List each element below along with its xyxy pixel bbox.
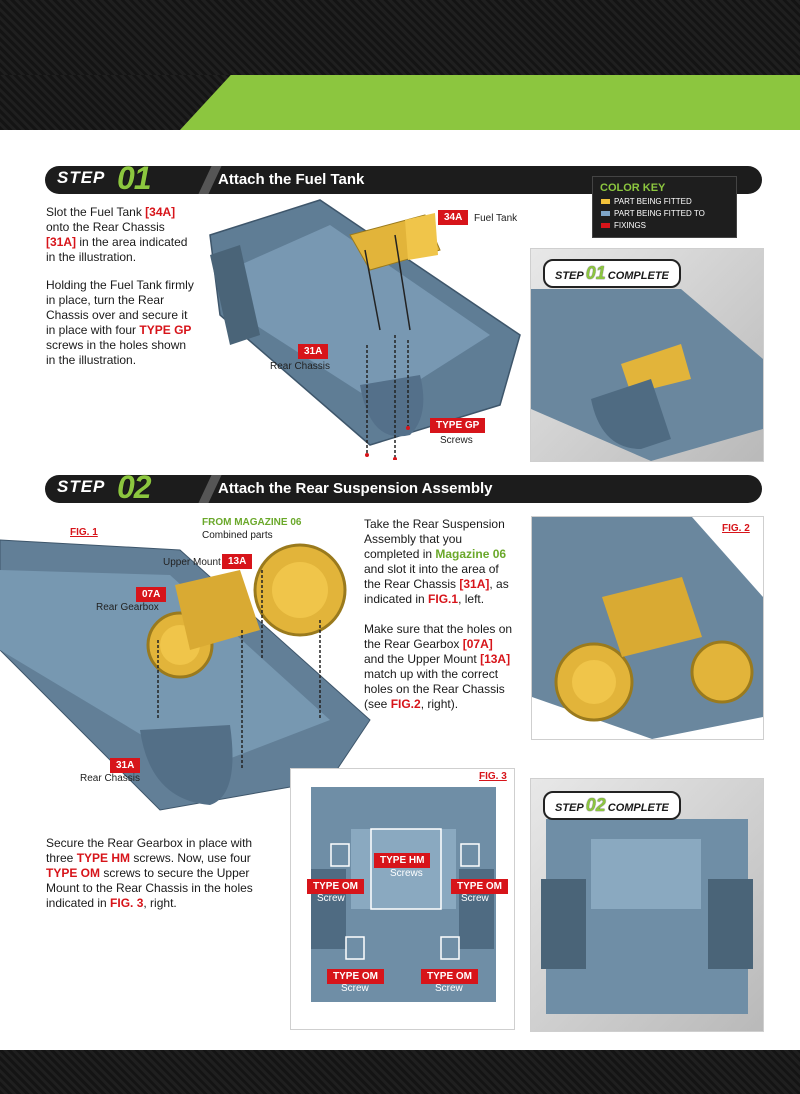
step1-paragraph-2: Holding the Fuel Tank firmly in place, t… <box>46 278 194 367</box>
label-34a: 34A <box>438 210 469 225</box>
fig-2-label: FIG. 2 <box>722 523 750 534</box>
step2-paragraph-1: Take the Rear Suspension Assembly that y… <box>364 517 509 606</box>
rear-suspension-illustration <box>0 539 371 811</box>
label-31a: 31A <box>298 344 329 359</box>
label-type-om-bottom-right: TYPE OM <box>421 969 479 984</box>
label-om-screw-left: Screw <box>317 893 345 904</box>
label-om-screw-bottom-left: Screw <box>341 983 369 994</box>
label-type-om-right: TYPE OM <box>451 879 509 894</box>
color-key-item: FIXINGS <box>601 221 646 230</box>
label-upper-mount: Upper Mount <box>163 557 221 568</box>
color-key-item: PART BEING FITTED TO <box>601 209 705 218</box>
swatch-blue-icon <box>601 211 610 217</box>
step-number: 02 <box>117 469 152 505</box>
color-key-item: PART BEING FITTED <box>601 197 692 206</box>
step-title: Attach the Fuel Tank <box>218 171 365 188</box>
footer-band <box>0 1050 800 1094</box>
header-band <box>0 0 800 75</box>
label-om-screw-bottom-right: Screw <box>435 983 463 994</box>
from-magazine-label: FROM MAGAZINE 06 <box>202 517 302 528</box>
step-02-bar: STEP 02 Attach the Rear Suspension Assem… <box>45 469 762 505</box>
step-label: STEP <box>57 168 106 187</box>
color-key: COLOR KEY PART BEING FITTED PART BEING F… <box>592 176 737 238</box>
fig-1-label: FIG. 1 <box>70 527 98 538</box>
label-rear-chassis-step2: Rear Chassis <box>80 773 141 784</box>
label-om-screw-right: Screw <box>461 893 489 904</box>
label-rear-chassis: Rear Chassis <box>270 361 331 372</box>
label-07a: 07A <box>136 587 167 602</box>
swatch-red-icon <box>601 223 610 229</box>
label-hm-screws: Screws <box>390 868 423 879</box>
fig-2-photo: FIG. 2 <box>531 516 764 740</box>
label-type-hm: TYPE HM <box>374 853 431 868</box>
label-13a: 13A <box>222 554 253 569</box>
label-type-om-left: TYPE OM <box>307 879 365 894</box>
fig-3-label: FIG. 3 <box>479 771 507 782</box>
label-fuel-tank: Fuel Tank <box>474 213 518 224</box>
combined-parts-label: Combined parts <box>202 530 273 541</box>
header-accent-band <box>0 75 800 130</box>
label-type-om-bottom-left: TYPE OM <box>327 969 385 984</box>
label-screws: Screws <box>440 435 473 446</box>
color-key-title: COLOR KEY <box>600 182 666 194</box>
step2-paragraph-2: Make sure that the holes on the Rear Gea… <box>364 622 513 711</box>
label-31a-step2: 31A <box>110 758 141 773</box>
swatch-yellow-icon <box>601 199 610 205</box>
step2-paragraph-3: Secure the Rear Gearbox in place with th… <box>46 836 253 910</box>
label-type-gp: TYPE GP <box>430 418 486 433</box>
step-number: 01 <box>117 160 152 196</box>
step-title: Attach the Rear Suspension Assembly <box>218 480 493 497</box>
label-rear-gearbox: Rear Gearbox <box>96 602 159 613</box>
fig-3-diagram: FIG. 3 TYPE HM Screws TYPE OM Screw TYPE… <box>290 768 515 1030</box>
fuel-tank-illustration <box>209 199 521 460</box>
step1-paragraph-1: Slot the Fuel Tank [34A] onto the Rear C… <box>46 205 188 264</box>
step-label: STEP <box>57 477 106 496</box>
